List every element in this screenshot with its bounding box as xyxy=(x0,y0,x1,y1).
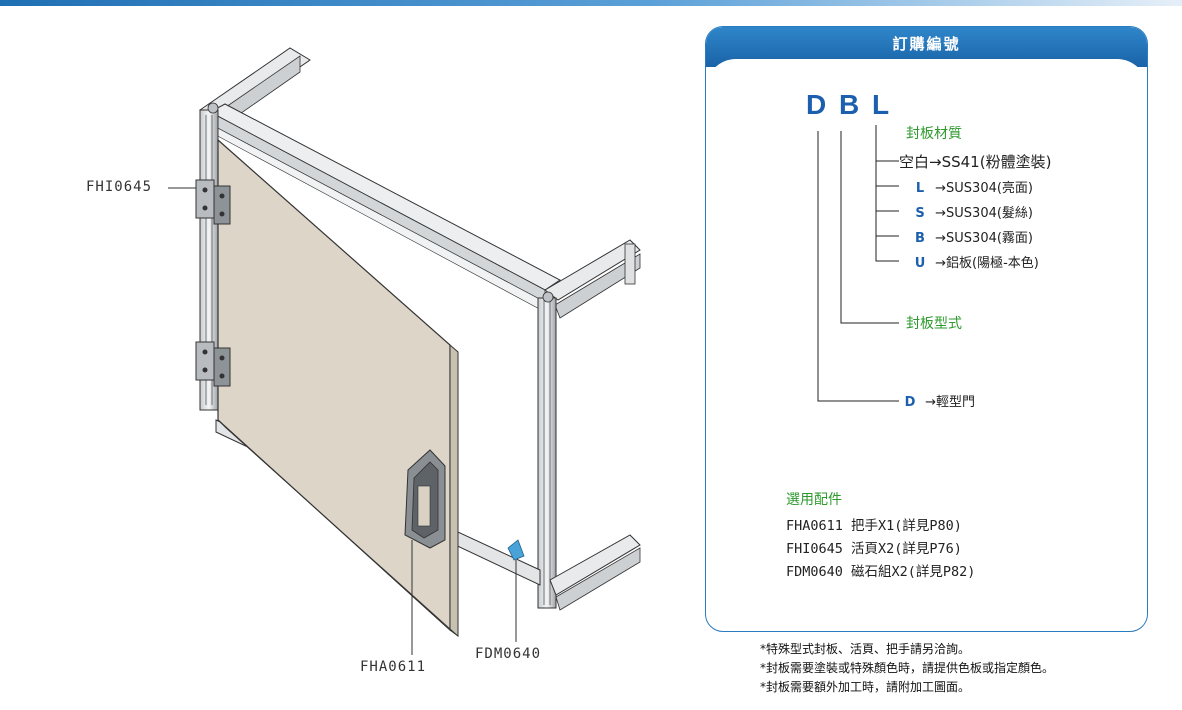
frame-rail xyxy=(544,239,641,301)
code-tree-lines xyxy=(817,125,899,402)
notes: *特殊型式封板、活頁、把手請另洽詢。 *封板需要塗裝或特殊顏色時，請提供色板或指… xyxy=(760,640,1054,697)
label-handle-part: FHA0611 xyxy=(360,659,427,675)
code-letter-material: L xyxy=(872,89,890,120)
accessories-list: FHA0611 把手X1(詳見P80) FHI0645 活頁X2(詳見P76) … xyxy=(786,515,975,584)
accessory-item: FHI0645 活頁X2(詳見P76) xyxy=(786,541,962,557)
material-option: U →鋁板(陽極-本色) xyxy=(914,256,1039,271)
material-option: 空白→SS41(粉體塗裝) xyxy=(899,153,1052,171)
door-handle xyxy=(404,449,446,549)
note-item: *封板需要塗裝或特殊顏色時，請提供色板或指定顏色。 xyxy=(760,661,1055,675)
magnet-catch xyxy=(507,539,525,561)
material-option: L →SUS304(亮面) xyxy=(915,181,1034,196)
note-item: *封板需要額外加工時，請附加工圖面。 xyxy=(760,680,971,694)
panel-type-label: 封板型式 xyxy=(906,316,962,332)
hinge-lower xyxy=(195,341,231,387)
accessory-item: FHA0611 把手X1(詳見P80) xyxy=(786,518,962,534)
frame-post xyxy=(537,297,557,609)
accessory-item: FDM0640 磁石組X2(詳見P82) xyxy=(786,564,976,580)
label-hinge-part: FHI0645 xyxy=(86,179,153,195)
top-accent-bar xyxy=(0,0,1182,6)
label-magnet-part: FDM0640 xyxy=(475,646,542,662)
door-illustration: FHI0645 FHA0611 FDM0640 xyxy=(86,47,641,675)
material-label: 封板材質 xyxy=(906,126,962,142)
hinge-upper xyxy=(195,179,231,225)
accessories-title: 選用配件 xyxy=(786,492,842,508)
door-type-option: D →輕型門 xyxy=(904,395,976,410)
material-option: S →SUS304(髮絲) xyxy=(915,206,1034,221)
code-letter-style: B xyxy=(839,89,860,120)
note-item: *特殊型式封板、活頁、把手請另洽詢。 xyxy=(760,642,971,656)
frame-rail xyxy=(549,534,641,596)
code-letter-type: D xyxy=(806,89,827,120)
panel-title: 訂購編號 xyxy=(892,35,961,53)
material-option: B →SUS304(霧面) xyxy=(915,231,1034,246)
door-frame-drawing xyxy=(168,47,641,655)
